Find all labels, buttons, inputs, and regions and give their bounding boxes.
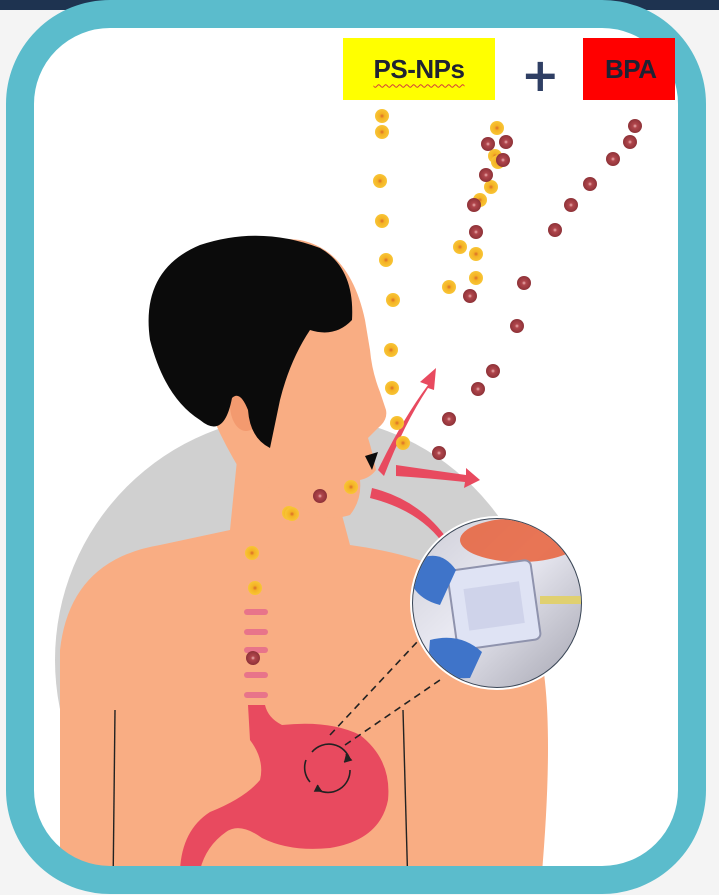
bpa-particle [442,412,456,426]
ps-nps-particle [390,416,404,430]
ps-nps-particle [469,247,483,261]
bpa-particle [510,319,524,333]
ps-nps-particle [375,125,389,139]
bpa-particle [486,364,500,378]
bpa-particle [469,225,483,239]
ps-nps-particle [490,121,504,135]
ps-nps-particle [469,271,483,285]
ps-nps-particle [453,240,467,254]
bpa-particle [499,135,513,149]
ps-nps-particle [384,343,398,357]
bpa-particle [432,446,446,460]
bpa-particle [496,153,510,167]
bpa-particle [463,289,477,303]
bpa-particle [606,152,620,166]
ps-nps-particle [484,180,498,194]
ps-nps-particle [396,436,410,450]
plus-icon: + [521,52,560,98]
ps-nps-particle [373,174,387,188]
bpa-particle [623,135,637,149]
bpa-particle [481,137,495,151]
bpa-particle [246,651,260,665]
ps-nps-particle [248,581,262,595]
ps-nps-label: PS-NPs [343,38,495,100]
ps-nps-particle [344,480,358,494]
bpa-particle [313,489,327,503]
bpa-particle [548,223,562,237]
bpa-particle [564,198,578,212]
ps-nps-particle [245,546,259,560]
bpa-particle [517,276,531,290]
bpa-particle [583,177,597,191]
bpa-label: BPA [583,38,675,100]
ps-nps-particle [379,253,393,267]
bpa-particle [479,168,493,182]
bpa-particle [467,198,481,212]
ps-nps-particle [285,507,299,521]
ps-nps-particle [375,109,389,123]
ps-nps-particle [442,280,456,294]
ps-nps-particle [386,293,400,307]
ps-nps-particle [385,381,399,395]
bpa-particle [471,382,485,396]
bpa-particle [628,119,642,133]
ps-nps-particle [375,214,389,228]
